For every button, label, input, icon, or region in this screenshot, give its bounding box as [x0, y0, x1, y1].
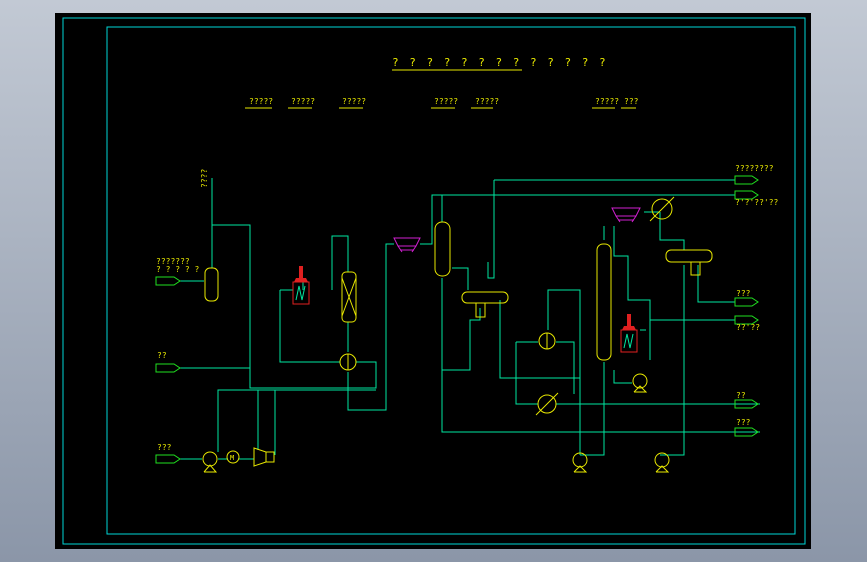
feed-arrow-2: [155, 363, 181, 373]
header-label-2: ?????: [291, 97, 315, 106]
feed-1-label-b: ? ? ? ? ?: [156, 265, 200, 274]
feed-arrow-3: [155, 454, 181, 464]
header-label-5: ?????: [475, 97, 499, 106]
product-arrow-5: [734, 399, 759, 409]
product-6-label: ???: [736, 418, 751, 427]
product-arrow-6: [734, 427, 759, 437]
product-5-label: ??: [736, 391, 746, 400]
heater-1: [292, 266, 310, 305]
product-1-label: ????????: [735, 164, 774, 173]
reflux-drum-1: [461, 291, 509, 318]
header-labels: ????? ????? ????? ????? ????? ????? ???: [245, 97, 639, 109]
product-arrow-1: [734, 175, 759, 185]
product-arrow-3: [734, 297, 759, 307]
svg-text:M: M: [230, 454, 234, 462]
heater-2: [620, 314, 638, 353]
air-cooler-1: [393, 237, 421, 253]
product-arrow-4: [734, 315, 759, 325]
air-cooler-2: [611, 207, 641, 223]
header-label-7: ???: [624, 97, 639, 106]
control-valve-2: [649, 196, 675, 222]
pump-1: [202, 451, 218, 473]
product-2-label: ?'?'??'??: [735, 198, 779, 207]
feed-3-label: ???: [157, 443, 172, 452]
pump-4: [654, 452, 670, 473]
product-arrow-2: [734, 190, 759, 200]
inner-frame: [106, 26, 796, 535]
equipment: M: [202, 196, 713, 473]
header-label-1: ?????: [249, 97, 273, 106]
heat-exchanger-1: [339, 353, 357, 371]
outlet-arrows: [734, 175, 759, 437]
feed-arrow-1: [155, 276, 181, 286]
header-label-6: ?????: [595, 97, 619, 106]
product-4-label: ??'??: [736, 323, 760, 332]
pump-2: [572, 452, 588, 473]
column-2: [596, 243, 612, 361]
drawing-title: ? ? ? ? ? ? ? ? ? ? ? ? ?: [392, 56, 608, 69]
pump-3: [632, 373, 648, 393]
column-1: [434, 221, 451, 277]
product-3-label: ???: [736, 289, 751, 298]
compressor: [253, 447, 275, 467]
top-vent-label: ????: [200, 169, 209, 188]
control-valve-1: [535, 392, 559, 416]
motor: M: [226, 450, 240, 464]
feed-2-label: ??: [157, 351, 167, 360]
heat-exchanger-2: [538, 332, 556, 350]
inlet-arrows: [155, 276, 181, 464]
header-label-3: ?????: [342, 97, 366, 106]
process-lines: [180, 178, 760, 460]
outer-frame: [62, 17, 806, 545]
reflux-drum-2: [665, 249, 713, 276]
reactor: [341, 271, 357, 323]
feed-drum: [204, 267, 219, 302]
feed-1-label-a: ???????: [156, 257, 190, 266]
header-label-4: ?????: [434, 97, 458, 106]
